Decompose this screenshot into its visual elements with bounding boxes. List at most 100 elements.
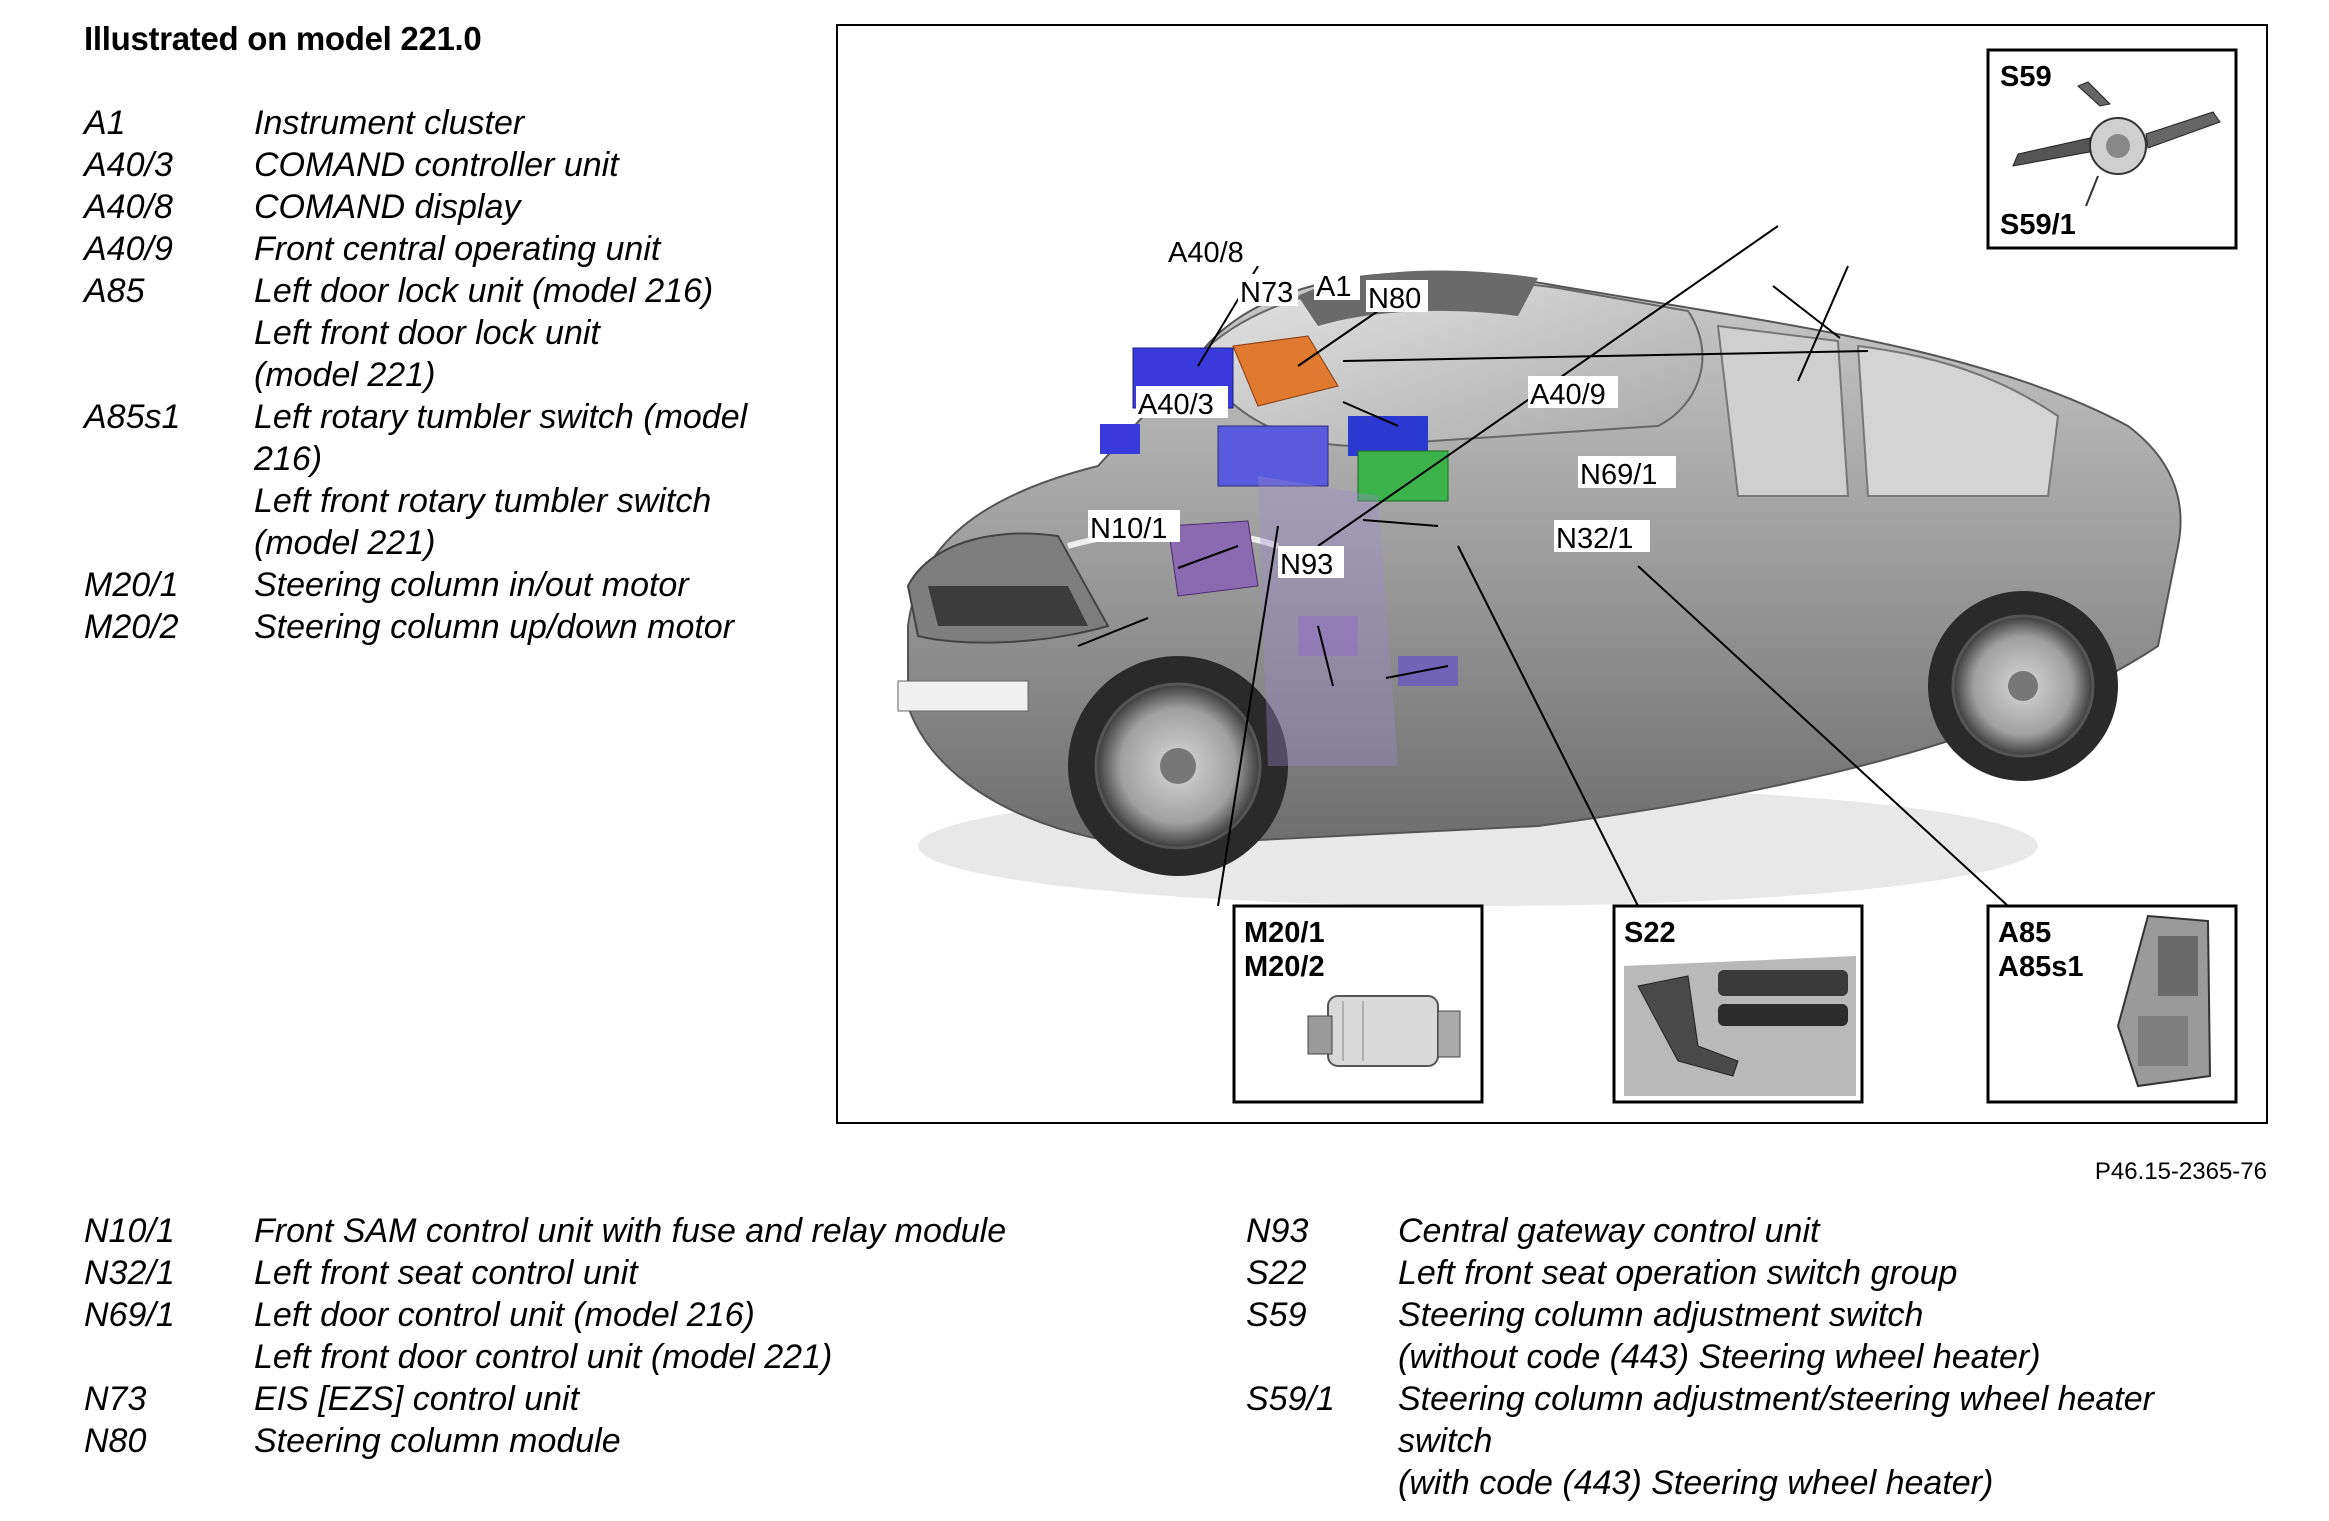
legend-description: Steering column adjustment/steering whee… bbox=[1398, 1378, 2306, 1504]
callout-n10-1: N10/1 bbox=[1090, 513, 1167, 545]
callout-a1: A1 bbox=[1316, 271, 1351, 303]
callout-a40-9: A40/9 bbox=[1530, 379, 1606, 411]
legend-line: Instrument cluster bbox=[254, 104, 525, 142]
legend-item: A40/8 COMAND display bbox=[84, 186, 784, 228]
legend-code: M20/2 bbox=[84, 608, 179, 646]
legend-item: A85s1 Left rotary tumbler switch (model 21… bbox=[84, 396, 784, 564]
legend-line: (model 221) bbox=[254, 356, 436, 394]
legend-code: N80 bbox=[84, 1422, 147, 1460]
inset-s59-label: S59 bbox=[2000, 61, 2052, 93]
legend-description: Left rotary tumbler switch (model 216) Lef… bbox=[254, 396, 784, 564]
inset-s22: S22 bbox=[1612, 904, 1864, 1104]
legend-line: Left door control unit (model 216) bbox=[254, 1296, 755, 1334]
legend-line: COMAND display bbox=[254, 188, 521, 226]
legend-code: N10/1 bbox=[84, 1212, 175, 1250]
legend-line: Front SAM control unit with fuse and rel… bbox=[254, 1212, 1007, 1250]
legend-line: Left front rotary tumbler switch bbox=[254, 482, 712, 520]
legend-code: A1 bbox=[84, 104, 126, 142]
callout-labels: A40/8 N73 A1 N80 A40/3 A40/9 N69/1 N10/1… bbox=[1088, 234, 1676, 581]
legend-description: Left door control unit (model 216) Left f… bbox=[254, 1294, 1184, 1378]
legend-item: S59/1 Steering column adjustment/steering… bbox=[1246, 1378, 2306, 1504]
callout-n80: N80 bbox=[1368, 283, 1421, 315]
legend-item: A1 Instrument cluster bbox=[84, 102, 784, 144]
rear-wheel bbox=[1928, 591, 2118, 781]
front-wheel bbox=[1068, 656, 1288, 876]
legend-item: M20/2 Steering column up/down motor bbox=[84, 606, 784, 648]
legend-line: (without code (443) Steering wheel heate… bbox=[1398, 1338, 2041, 1376]
seat-switch-icon bbox=[1624, 956, 1856, 1096]
legend-line: Left front door lock unit bbox=[254, 314, 600, 352]
callout-n93: N93 bbox=[1280, 549, 1333, 581]
legend-line: Left rotary tumbler switch (model bbox=[254, 398, 748, 436]
car-illustration: A40/8 N73 A1 N80 A40/3 A40/9 N69/1 N10/1… bbox=[897, 48, 2238, 1104]
legend-line: Steering column up/down motor bbox=[254, 608, 735, 646]
legend-line: Left front seat operation switch group bbox=[1398, 1254, 1958, 1292]
legend-bottom-left: N10/1 Front SAM control unit with fuse an… bbox=[84, 1210, 1184, 1462]
legend-code: A40/3 bbox=[84, 146, 173, 184]
figure-reference: P46.15-2365-76 bbox=[2094, 1158, 2267, 1185]
inset-m20-1-label: M20/1 bbox=[1244, 917, 1325, 949]
legend-line: (with code (443) Steering wheel heater) bbox=[1398, 1464, 1994, 1502]
legend-code: S59/1 bbox=[1246, 1380, 1335, 1418]
legend-description: COMAND controller unit bbox=[254, 144, 784, 186]
inset-m20: M20/1 M20/2 bbox=[1232, 904, 1484, 1104]
inset-a85: A85 A85s1 bbox=[1986, 904, 2238, 1104]
inset-a85s1-label: A85s1 bbox=[1998, 951, 2083, 983]
legend-code: A85 bbox=[84, 272, 145, 310]
legend-line: EIS [EZS] control unit bbox=[254, 1380, 580, 1418]
legend-item: A40/9 Front central operating unit bbox=[84, 228, 784, 270]
legend-description: COMAND display bbox=[254, 186, 784, 228]
legend-line: (model 221) bbox=[254, 524, 436, 562]
legend-item: N80 Steering column module bbox=[84, 1420, 1184, 1462]
legend-code: S22 bbox=[1246, 1254, 1307, 1292]
inset-s59: S59 S59/1 bbox=[1986, 48, 2238, 250]
legend-line: Front central operating unit bbox=[254, 230, 661, 268]
legend-description: Left front seat operation switch group bbox=[1398, 1252, 2306, 1294]
legend-item: N32/1 Left front seat control unit bbox=[84, 1252, 1184, 1294]
legend-item: N73 EIS [EZS] control unit bbox=[84, 1378, 1184, 1420]
legend-description: Left door lock unit (model 216) Left fron… bbox=[254, 270, 784, 396]
legend-code: A40/8 bbox=[84, 188, 173, 226]
legend-description: Steering column up/down motor bbox=[254, 606, 784, 648]
legend-code: N69/1 bbox=[84, 1296, 175, 1334]
legend-description: Front central operating unit bbox=[254, 228, 784, 270]
legend-line: Steering column adjustment switch bbox=[1398, 1296, 1924, 1334]
legend-line: switch bbox=[1398, 1422, 1493, 1460]
legend-description: Central gateway control unit bbox=[1398, 1210, 2306, 1252]
legend-line: Steering column adjustment/steering whee… bbox=[1398, 1380, 2154, 1418]
door-lock-icon bbox=[2116, 914, 2212, 1088]
legend-item: A85 Left door lock unit (model 216) Left f… bbox=[84, 270, 784, 396]
inset-a85-label: A85 bbox=[1998, 917, 2051, 949]
legend-description: Left front seat control unit bbox=[254, 1252, 1184, 1294]
component-location-figure: A40/8 N73 A1 N80 A40/3 A40/9 N69/1 N10/1… bbox=[836, 24, 2268, 1124]
callout-n69-1: N69/1 bbox=[1580, 459, 1657, 491]
inset-s59-1-label: S59/1 bbox=[2000, 209, 2076, 241]
callout-n73: N73 bbox=[1240, 277, 1293, 309]
legend-item: S22 Left front seat operation switch grou… bbox=[1246, 1252, 2306, 1294]
legend-line: Central gateway control unit bbox=[1398, 1212, 1820, 1250]
legend-code: A40/9 bbox=[84, 230, 173, 268]
legend-line: Left front door control unit (model 221) bbox=[254, 1338, 833, 1376]
legend-line: Left door lock unit (model 216) bbox=[254, 272, 714, 310]
legend-code: N93 bbox=[1246, 1212, 1309, 1250]
inset-m20-2-label: M20/2 bbox=[1244, 951, 1325, 983]
legend-code: M20/1 bbox=[84, 566, 179, 604]
legend-description: Instrument cluster bbox=[254, 102, 784, 144]
legend-description: Front SAM control unit with fuse and rel… bbox=[254, 1210, 1184, 1252]
legend-line: Left front seat control unit bbox=[254, 1254, 638, 1292]
legend-line: Steering column module bbox=[254, 1422, 621, 1460]
legend-line: 216) bbox=[254, 440, 323, 478]
steering-switch-icon bbox=[2012, 81, 2221, 207]
motor-icon bbox=[1307, 995, 1461, 1067]
callout-a40-3: A40/3 bbox=[1138, 389, 1214, 421]
legend-item: A40/3 COMAND controller unit bbox=[84, 144, 784, 186]
legend-description: Steering column adjustment switch (withou… bbox=[1398, 1294, 2306, 1378]
legend-code: N73 bbox=[84, 1380, 147, 1418]
legend-code: A85s1 bbox=[84, 398, 181, 436]
legend-code: N32/1 bbox=[84, 1254, 175, 1292]
